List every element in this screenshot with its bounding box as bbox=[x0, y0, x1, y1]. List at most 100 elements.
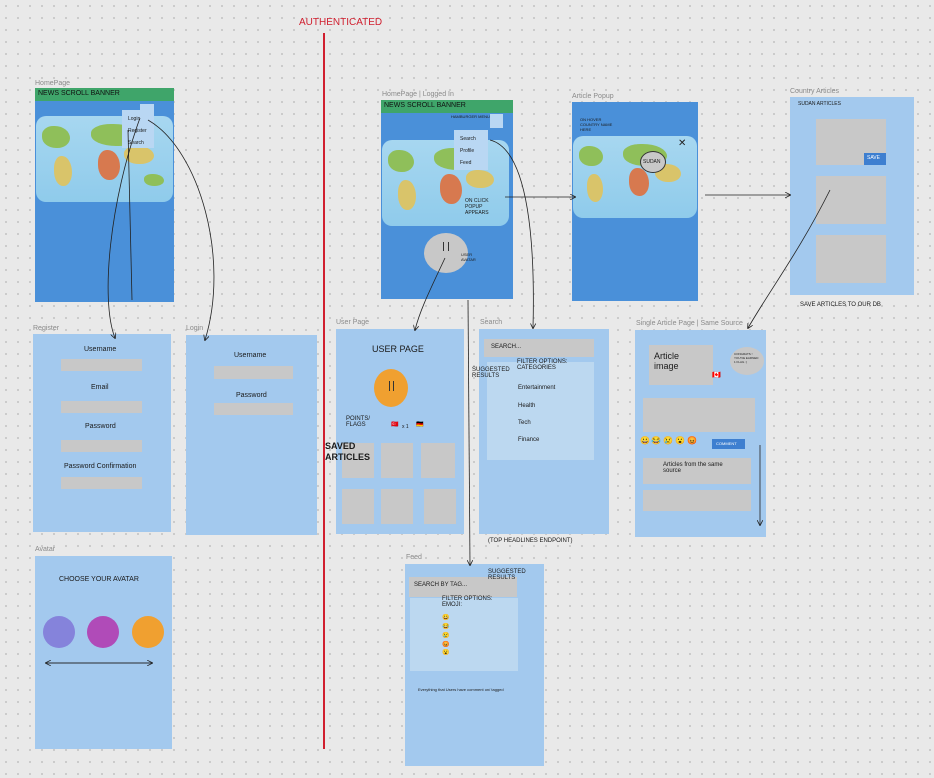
avatar-option-purple[interactable] bbox=[43, 616, 75, 648]
hover-note: ON HOVER COUNTRY NAME HERE bbox=[580, 117, 613, 132]
logged-menu[interactable]: Search Profile Feed bbox=[454, 130, 488, 170]
emoji-filter-laugh-icon[interactable]: 😂 bbox=[442, 624, 450, 630]
tag-search-placeholder: SEARCH BY TAG... bbox=[414, 582, 468, 588]
user-avatar-note: USER AVATAR bbox=[461, 252, 476, 262]
saved-article[interactable] bbox=[381, 489, 413, 524]
save-button[interactable] bbox=[864, 153, 886, 165]
avatar-option-magenta[interactable] bbox=[87, 616, 119, 648]
emoji-reaction-icon[interactable]: 😮 bbox=[675, 436, 685, 445]
avatar-option-orange[interactable] bbox=[132, 616, 164, 648]
comment-button[interactable] bbox=[712, 439, 745, 449]
saved-article[interactable] bbox=[381, 443, 413, 478]
search-frame-label: Search bbox=[480, 319, 503, 326]
single-article-frame-label: Single Article Page | Same Source bbox=[636, 320, 743, 327]
login-username-input[interactable] bbox=[214, 366, 293, 379]
country-articles-footer: SAVE ARTICLES TO OUR DB bbox=[800, 302, 881, 308]
search-input-placeholder: SEARCH... bbox=[491, 344, 522, 350]
emoji-reaction-icon[interactable]: 😀 bbox=[640, 436, 650, 445]
news-scroll-banner: NEWS SCROLL BANNER bbox=[381, 100, 513, 113]
comment-button-label: COMMENT bbox=[716, 441, 737, 446]
feed-note: Everything that Users have comment on/ t… bbox=[418, 687, 504, 692]
flag-icon: 🇩🇪 bbox=[416, 422, 424, 428]
login-frame-label: Login bbox=[186, 325, 204, 332]
register-confirm-label: Password Confirmation bbox=[64, 463, 137, 470]
authenticated-divider bbox=[323, 33, 325, 749]
emoji-reaction-icon[interactable]: 😡 bbox=[687, 436, 697, 445]
flag-icon: 🇨🇦 bbox=[712, 372, 721, 379]
search-footer: (TOP HEADLINES ENDPOINT) bbox=[488, 538, 573, 544]
same-source-box[interactable] bbox=[643, 458, 751, 484]
saved-article[interactable] bbox=[342, 489, 374, 524]
register-username-label: Username bbox=[84, 346, 117, 353]
country-articles-title: SUDAN ARTICLES bbox=[798, 101, 841, 107]
saved-article[interactable] bbox=[421, 443, 455, 478]
article-image-text: Article image bbox=[654, 351, 680, 371]
same-source-text: Articles from the same source bbox=[663, 462, 723, 474]
emoji-filter-panel bbox=[410, 598, 518, 671]
emoji-filter-angry-icon[interactable]: 😡 bbox=[442, 642, 450, 648]
emoji-filter-sad-icon[interactable]: 😢 bbox=[442, 633, 450, 639]
menu-item-register[interactable]: Register bbox=[128, 128, 147, 134]
avatar-frame: CHOOSE YOUR AVATAR bbox=[35, 556, 172, 749]
register-password-input[interactable] bbox=[61, 440, 142, 452]
country-articles-frame: SUDAN ARTICLES SAVE bbox=[790, 97, 914, 295]
arrow-menu-to-feed bbox=[468, 299, 470, 565]
category-finance[interactable]: Finance bbox=[518, 437, 540, 443]
close-icon[interactable]: ✕ bbox=[678, 138, 687, 149]
emoji-filter-grin-icon[interactable]: 😀 bbox=[442, 615, 450, 621]
congrats-bubble-text: CONGRATS ! YOU'VE EARNED 1 FLAG :) bbox=[734, 352, 759, 364]
hamburger-menu-note: HAMBURGER MENU bbox=[451, 114, 490, 119]
emoji-reaction-icon[interactable]: 😢 bbox=[663, 436, 673, 445]
login-password-input[interactable] bbox=[214, 403, 293, 415]
article-card[interactable] bbox=[816, 176, 886, 224]
hamburger-tab[interactable] bbox=[140, 104, 154, 114]
single-article-frame: Article image 🇨🇦 CONGRATS ! YOU'VE EARNE… bbox=[635, 330, 766, 537]
category-health[interactable]: Health bbox=[518, 403, 536, 409]
filter-title: FILTER OPTIONS: CATEGORIES bbox=[517, 359, 568, 371]
register-username-input[interactable] bbox=[61, 359, 142, 371]
article-popup-frame-label: Article Popup bbox=[572, 93, 614, 100]
search-input[interactable] bbox=[484, 339, 594, 357]
hamburger-tab[interactable] bbox=[490, 114, 503, 128]
article-body bbox=[643, 398, 755, 432]
article-card[interactable] bbox=[816, 235, 886, 283]
tag-search-input[interactable] bbox=[409, 577, 517, 597]
search-frame: SEARCH... FILTER OPTIONS: CATEGORIES Ent… bbox=[479, 329, 609, 534]
avatar-frame-label: Avatar bbox=[35, 546, 56, 553]
popup-note: ON CLICK POPUP APPEARS bbox=[465, 198, 489, 216]
country-bubble bbox=[640, 151, 666, 173]
register-confirm-input[interactable] bbox=[61, 477, 142, 489]
menu-item-search[interactable]: Search bbox=[460, 136, 476, 142]
menu-item-profile[interactable]: Profile bbox=[460, 148, 475, 154]
article-image bbox=[649, 345, 713, 385]
category-tech[interactable]: Tech bbox=[518, 420, 531, 426]
home-logged-frame: NEWS SCROLL BANNER HAMBURGER MENU Search… bbox=[381, 100, 513, 299]
points-label: POINTS/ FLAGS bbox=[346, 416, 371, 428]
same-source-box[interactable] bbox=[643, 490, 751, 511]
saved-articles-label: SAVED ARTICLES bbox=[325, 441, 370, 462]
menu-item-search[interactable]: Search bbox=[128, 140, 144, 146]
flags-count: x 1 bbox=[402, 424, 409, 430]
category-entertainment[interactable]: Entertainment bbox=[518, 385, 556, 391]
user-page-frame: USER PAGE POINTS/ FLAGS 🇹🇷 x 1 🇩🇪 bbox=[336, 329, 464, 534]
register-email-input[interactable] bbox=[61, 401, 142, 413]
register-password-label: Password bbox=[85, 423, 116, 430]
register-frame: Username Email Password Password Confirm… bbox=[33, 334, 171, 532]
user-avatar bbox=[374, 369, 408, 407]
menu-item-feed[interactable]: Feed bbox=[460, 160, 472, 166]
login-password-label: Password bbox=[236, 392, 267, 399]
home-menu[interactable]: Login Register Search bbox=[122, 110, 154, 148]
emoji-reaction-icon[interactable]: 😂 bbox=[651, 436, 661, 445]
search-suggested-label: SUGGESTED RESULTS bbox=[472, 367, 510, 379]
saved-article[interactable] bbox=[424, 489, 456, 524]
filter-panel bbox=[487, 362, 594, 460]
user-page-frame-label: User Page bbox=[336, 319, 370, 326]
country-name: SUDAN bbox=[643, 159, 661, 165]
emoji-filter-surprised-icon[interactable]: 😮 bbox=[442, 650, 450, 656]
emoji-filter-title: FILTER OPTIONS: EMOJI: bbox=[442, 596, 493, 608]
flag-icon: 🇹🇷 bbox=[391, 422, 399, 428]
authenticated-label: AUTHENTICATED bbox=[299, 17, 383, 28]
avatar-title: CHOOSE YOUR AVATAR bbox=[59, 576, 139, 583]
saved-article[interactable] bbox=[342, 443, 374, 478]
menu-item-login[interactable]: Login bbox=[128, 116, 141, 122]
